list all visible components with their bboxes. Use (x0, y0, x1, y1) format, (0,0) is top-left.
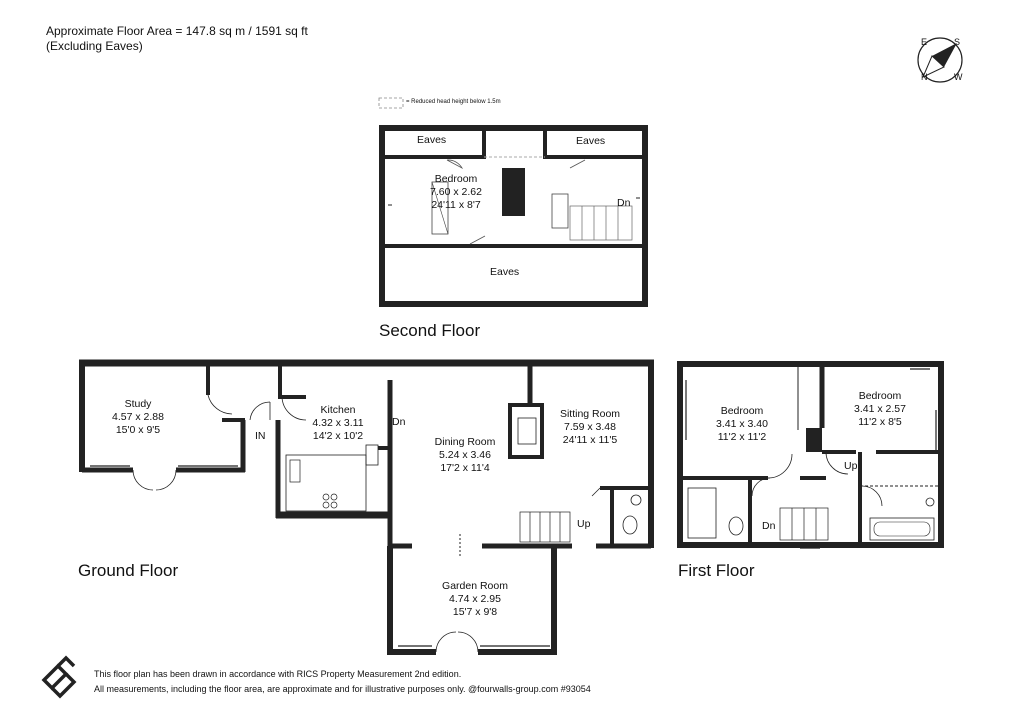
legend-dashed-box (378, 97, 404, 109)
first-floor-bedroom-1-label: Bedroom 3.41 x 3.40 11'2 x 11'2 (716, 405, 768, 444)
sitting-room-name: Sitting Room (559, 408, 621, 420)
garden-room-name: Garden Room (442, 580, 508, 592)
second-floor-plan (379, 125, 648, 307)
garden-room-imperial: 15'7 x 9'8 (452, 606, 498, 618)
second-floor-dn-label: Dn (617, 197, 631, 209)
dining-room-imperial: 17'2 x 11'4 (440, 462, 490, 474)
dining-room-name: Dining Room (434, 436, 496, 448)
ground-floor-up-label: Up (577, 518, 591, 530)
second-floor-title: Second Floor (379, 321, 481, 340)
first-floor-up-label: Up (844, 460, 858, 472)
compass-s-label: S (954, 37, 961, 47)
compass-n-label: N (921, 72, 928, 82)
sitting-room-imperial: 24'11 x 11'5 (562, 434, 618, 446)
first-floor-bedroom-1-name: Bedroom (720, 405, 764, 417)
study-name: Study (124, 398, 152, 410)
second-floor-eaves-left: Eaves (417, 134, 447, 146)
first-floor-dn-label: Dn (762, 520, 776, 532)
second-floor-eaves-right: Eaves (576, 135, 606, 147)
first-floor-bedroom-1-metric: 3.41 x 3.40 (716, 418, 768, 430)
study-metric: 4.57 x 2.88 (112, 411, 164, 423)
first-floor-bedroom-2-metric: 3.41 x 2.57 (854, 403, 906, 415)
second-floor-bedroom-imperial: 24'11 x 8'7 (431, 199, 481, 211)
kitchen-imperial: 14'2 x 10'2 (312, 430, 364, 442)
dining-room-label: Dining Room 5.24 x 3.46 17'2 x 11'4 (435, 436, 496, 475)
excluding-eaves-line: (Excluding Eaves) (46, 39, 143, 53)
study-imperial: 15'0 x 9'5 (115, 424, 161, 436)
ground-floor-in-label: IN (255, 430, 266, 442)
sitting-room-metric: 7.59 x 3.48 (564, 421, 616, 433)
footer-rics-line: This floor plan has been drawn in accord… (94, 669, 462, 679)
compass-w-label: W (954, 72, 963, 82)
kitchen-metric: 4.32 x 3.11 (312, 417, 364, 429)
first-floor-bedroom-1-imperial: 11'2 x 11'2 (717, 431, 767, 443)
floor-area-line: Approximate Floor Area = 147.8 sq m / 15… (46, 24, 308, 38)
fourwalls-logo-icon (41, 655, 77, 699)
compass-e-label: E (921, 37, 928, 47)
first-floor-plan (677, 361, 944, 549)
footer-disclaimer-line: All measurements, including the floor ar… (94, 684, 591, 694)
second-floor-eaves-bottom: Eaves (490, 266, 520, 278)
sitting-room-label: Sitting Room 7.59 x 3.48 24'11 x 11'5 (560, 408, 620, 447)
garden-room-metric: 4.74 x 2.95 (449, 593, 501, 605)
first-floor-title: First Floor (678, 561, 755, 580)
ground-floor-dn-label: Dn (392, 416, 406, 428)
compass-icon (917, 37, 963, 83)
first-floor-bedroom-2-name: Bedroom (858, 390, 902, 402)
first-floor-bedroom-2-imperial: 11'2 x 8'5 (858, 416, 902, 428)
kitchen-name: Kitchen (320, 404, 356, 416)
ground-floor-title: Ground Floor (78, 561, 179, 580)
garden-room-label: Garden Room 4.74 x 2.95 15'7 x 9'8 (442, 580, 508, 619)
legend-label: = Reduced head height below 1.5m (406, 99, 501, 105)
second-floor-bedroom-name: Bedroom (434, 173, 478, 185)
second-floor-bedroom-metric: 7.60 x 2.62 (430, 186, 482, 198)
first-floor-bedroom-2-label: Bedroom 3.41 x 2.57 11'2 x 8'5 (854, 390, 906, 429)
study-label: Study 4.57 x 2.88 15'0 x 9'5 (112, 398, 164, 437)
ground-floor-plan (79, 359, 654, 655)
second-floor-bedroom-label: Bedroom 7.60 x 2.62 24'11 x 8'7 (430, 173, 482, 212)
kitchen-label: Kitchen 4.32 x 3.11 14'2 x 10'2 (312, 404, 363, 443)
dining-room-metric: 5.24 x 3.46 (439, 449, 491, 461)
